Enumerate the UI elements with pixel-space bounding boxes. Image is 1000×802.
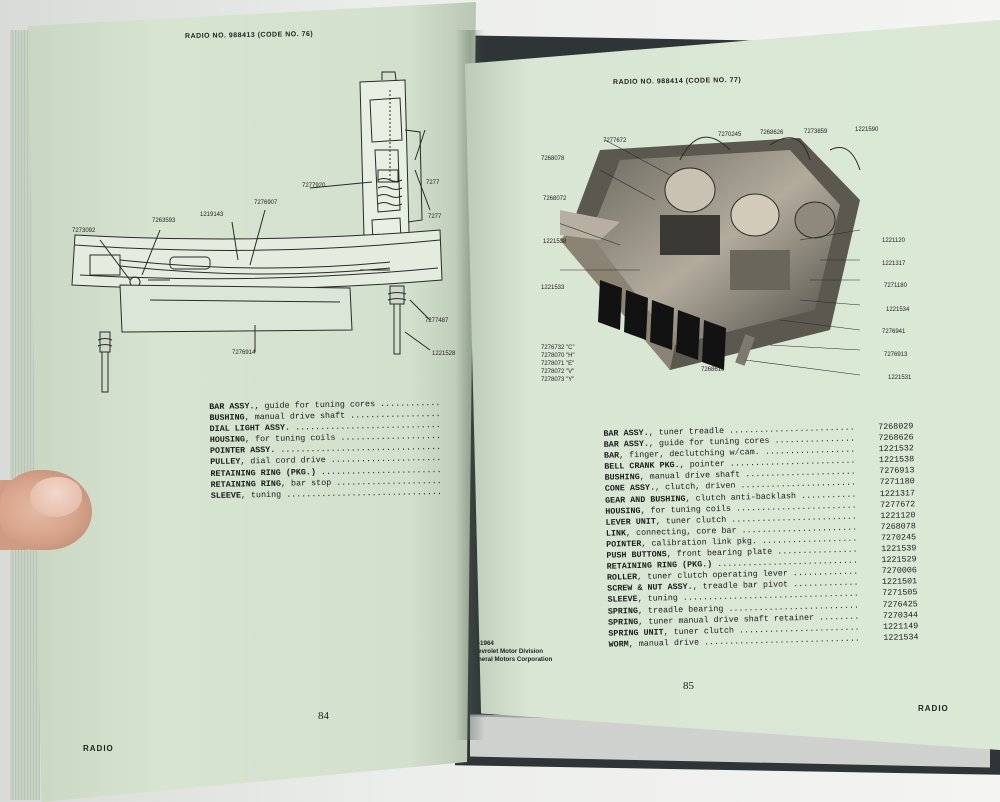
callout-label: 1221120 <box>882 238 905 244</box>
callout-label: 7268626 <box>760 130 784 136</box>
part-number: 1221534 <box>883 631 919 643</box>
callout-label: 1221538 <box>543 239 567 245</box>
button-code: 7276732 "C" <box>541 345 575 351</box>
callout-label: 7276914 <box>232 350 256 356</box>
part-name: HOUSING <box>605 505 641 517</box>
part-name: SPRING UNIT <box>608 627 664 639</box>
callout-label: 7273859 <box>804 129 828 135</box>
part-name: CONE ASSY. <box>604 483 656 495</box>
part-name: SLEEVE <box>210 490 242 501</box>
left-exploded-diagram <box>71 71 443 393</box>
part-name: ROLLER <box>606 572 638 583</box>
button-code: 7278073 "Y" <box>541 377 575 383</box>
left-footer-label: RADIO <box>83 744 114 753</box>
callout-label: 7268078 <box>541 156 565 162</box>
callout-label: 1221533 <box>541 285 565 291</box>
thumbnail <box>30 477 82 517</box>
part-detail: ........................................… <box>320 464 443 477</box>
part-name: BAR ASSY. <box>603 438 650 450</box>
callout-label: 1219143 <box>200 212 224 218</box>
part-name: SPRING <box>607 616 639 628</box>
part-detail: , tuning ...............................… <box>240 486 443 501</box>
button-code: 7278071 "E" <box>541 361 575 367</box>
push-button-codes: 7276732 "C" 7278070 "H" 7278071 "E" 7278… <box>541 344 575 384</box>
part-name: SLEEVE <box>607 594 638 606</box>
callout-label: 1221528 <box>432 351 456 357</box>
callout-label: 7276907 <box>254 200 278 206</box>
callout-label: 7271180 <box>884 283 907 289</box>
part-name: SCREW & NUT ASSY. <box>607 581 693 595</box>
part-name: RETAINING RING <box>210 478 282 490</box>
part-name: BAR <box>603 450 620 461</box>
part-name: LINK <box>605 528 627 539</box>
callout-label: 7276913 <box>884 352 908 358</box>
right-page <box>465 20 1000 750</box>
part-name: POINTER <box>606 538 642 550</box>
copyright-line: evrolet Motor Division <box>478 648 543 655</box>
part-name: DIAL LIGHT ASSY. <box>209 422 291 435</box>
callout-label: 1221317 <box>882 261 906 267</box>
part-name: BUSHING <box>209 412 245 424</box>
right-footer-label: RADIO <box>918 704 949 713</box>
part-name: LEVER UNIT <box>605 516 656 528</box>
callout-label: 7273092 <box>72 228 96 234</box>
copyright-line: -1964 <box>478 640 494 647</box>
part-name: BUSHING <box>604 472 640 484</box>
callout-label: 7277 <box>426 180 440 186</box>
callout-label: 7268072 <box>543 196 567 202</box>
part-name: BAR ASSY. <box>209 401 255 413</box>
part-name: PUSH BUTTONS <box>606 549 667 561</box>
part-name: POINTER ASSY. <box>209 445 276 457</box>
part-name: WORM <box>608 639 629 650</box>
left-page-number: 84 <box>318 710 329 722</box>
right-page-number: 85 <box>683 680 694 692</box>
callout-label: 7276941 <box>882 329 906 335</box>
part-name: GEAR AND BUSHING <box>604 493 686 506</box>
callout-label: 7277672 <box>603 138 627 144</box>
callout-label: 1221531 <box>888 375 912 381</box>
part-name: PULLEY <box>210 456 241 468</box>
callout-label: 7270245 <box>718 132 742 138</box>
radio-chassis-photo <box>560 136 861 376</box>
callout-label: 7263593 <box>152 218 176 224</box>
callout-label: 7277487 <box>425 318 449 324</box>
copyright-notice: -1964 evrolet Motor Division neral Motor… <box>478 640 552 664</box>
right-parts-list: BAR ASSY., tuner treadle ...............… <box>603 421 918 650</box>
part-name: BELL CRANK PKG. <box>604 460 680 473</box>
part-name: BAR ASSY. <box>603 427 649 439</box>
left-parts-list: BAR ASSY., guide for tuning cores ......… <box>209 398 443 502</box>
callout-label: 1221534 <box>886 307 910 313</box>
callout-label: 7277920 <box>302 183 326 189</box>
callout-label: 7277 <box>428 214 442 220</box>
button-code: 7278072 "V" <box>541 369 575 375</box>
part-name: HOUSING <box>209 434 246 446</box>
part-name: SPRING <box>607 605 639 617</box>
copyright-line: neral Motors Corporation <box>478 656 553 663</box>
callout-label: 1221590 <box>855 127 879 133</box>
callout-label: 7268610 <box>701 367 725 373</box>
button-code: 7278070 "H" <box>541 353 575 359</box>
part-name: RETAINING RING (PKG.) <box>210 466 317 479</box>
